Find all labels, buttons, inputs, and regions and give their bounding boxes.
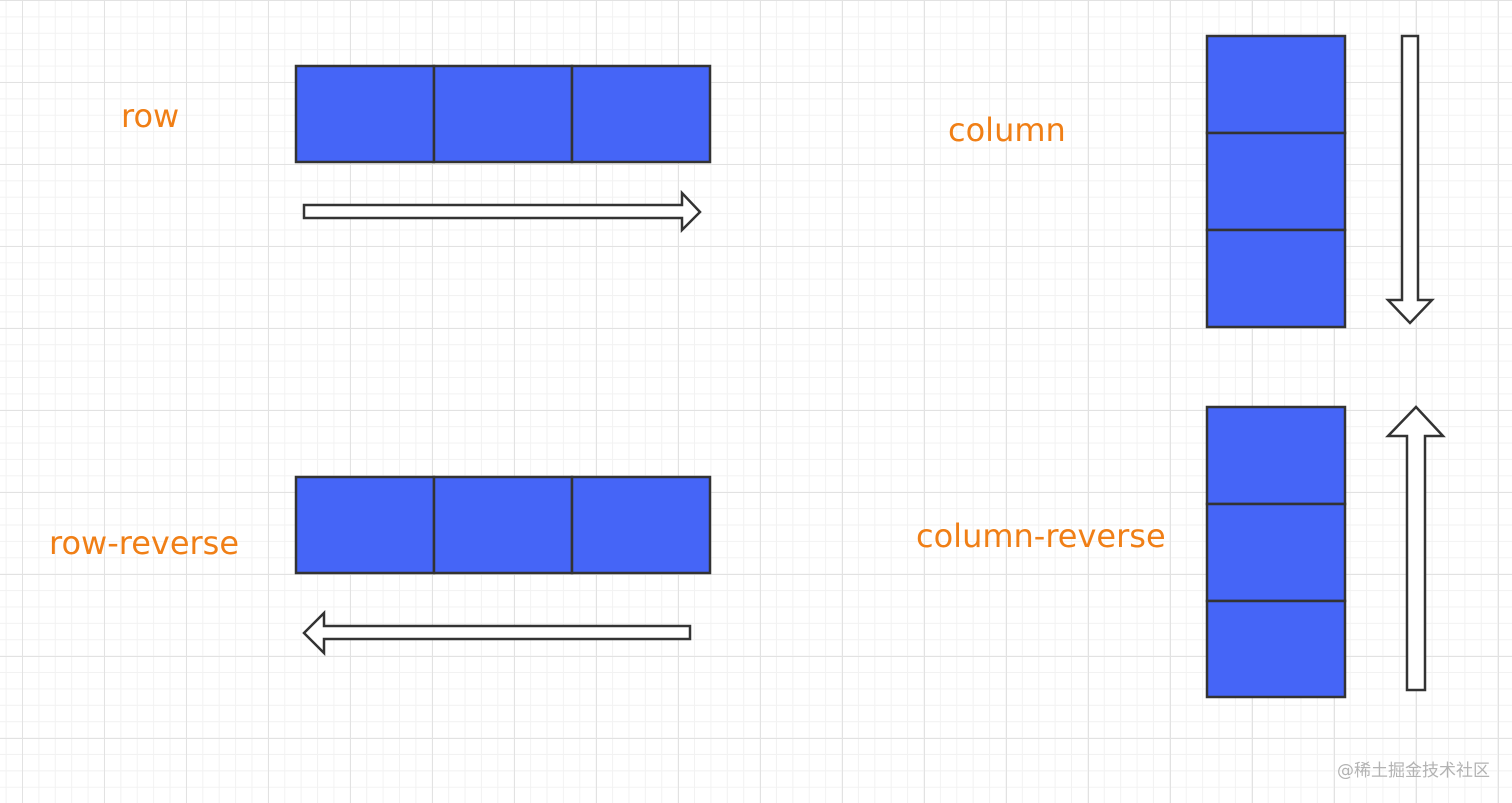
arrow-down-icon xyxy=(1385,34,1435,325)
arrow-left-icon xyxy=(302,609,692,657)
column-reverse-box-3 xyxy=(1205,599,1347,699)
column-box-2 xyxy=(1205,131,1347,232)
row-reverse-box-1 xyxy=(294,475,436,575)
column-reverse-box-2 xyxy=(1205,502,1347,603)
row-box-2 xyxy=(432,64,574,164)
label-column-reverse: column-reverse xyxy=(916,517,1166,555)
row-box-3 xyxy=(570,64,712,164)
label-row-reverse: row-reverse xyxy=(49,524,240,562)
row-box-1 xyxy=(294,64,436,164)
column-diagram xyxy=(1205,34,1435,329)
row-reverse-diagram xyxy=(294,475,712,657)
row-reverse-box-2 xyxy=(432,475,574,575)
column-reverse-diagram xyxy=(1205,405,1446,699)
column-box-1 xyxy=(1205,34,1347,135)
row-reverse-box-3 xyxy=(570,475,712,575)
column-box-3 xyxy=(1205,228,1347,329)
column-reverse-box-1 xyxy=(1205,405,1347,506)
arrow-up-icon xyxy=(1385,405,1446,692)
label-row: row xyxy=(121,97,180,135)
label-column: column xyxy=(948,111,1066,149)
arrow-right-icon xyxy=(302,189,702,234)
row-diagram xyxy=(294,64,712,234)
watermark: @稀土掘金技术社区 xyxy=(1337,761,1490,781)
